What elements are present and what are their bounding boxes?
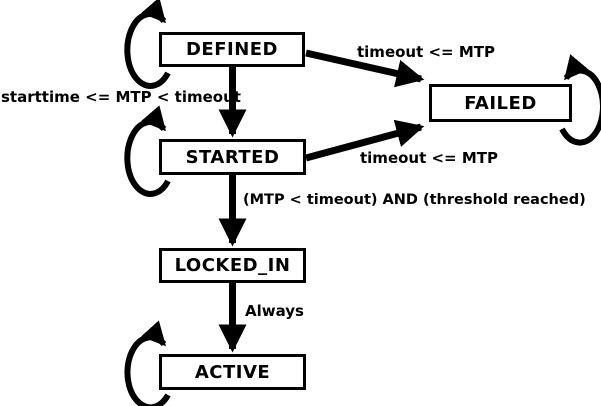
transition-label-locked-in-to-active: Always: [245, 302, 304, 320]
arrow-started-to-failed: [305, 119, 425, 162]
state-defined: DEFINED: [159, 32, 305, 67]
state-locked-in: LOCKED_IN: [159, 248, 306, 283]
transition-label-defined-to-failed: timeout <= MTP: [357, 43, 496, 61]
state-active: ACTIVE: [159, 354, 306, 390]
self-loop-defined: [124, 0, 171, 89]
self-loop-active: [124, 320, 171, 406]
self-loop-started: [124, 105, 171, 197]
transition-label-defined-to-started: starttime <= MTP < timeout: [1, 88, 241, 106]
arrow-defined-to-failed: [305, 49, 425, 88]
transition-label-started-to-failed: timeout <= MTP: [360, 149, 499, 167]
transition-label-started-to-locked-in: (MTP < timeout) AND (threshold reached): [243, 192, 586, 208]
state-started: STARTED: [159, 139, 306, 175]
self-loop-failed: [559, 54, 601, 146]
state-failed: FAILED: [429, 84, 572, 122]
